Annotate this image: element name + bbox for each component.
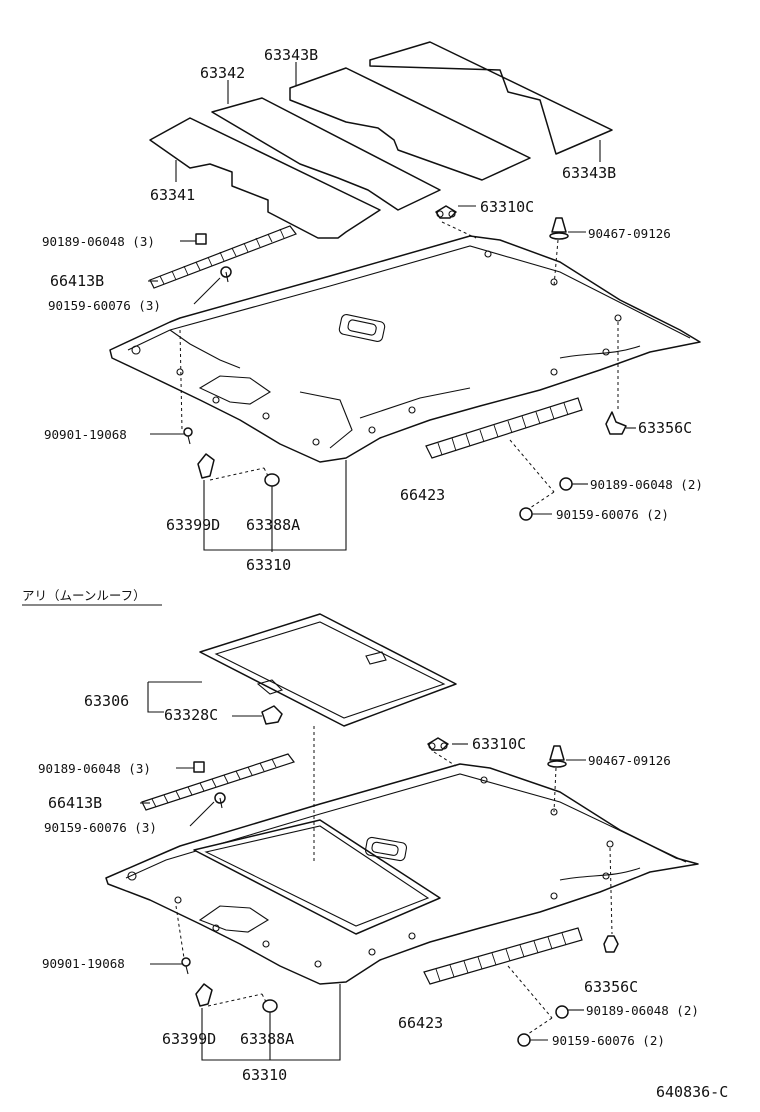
label-90467: 90467-09126 [588, 226, 671, 241]
diagram-code: 640836-C [656, 1083, 728, 1101]
nut-90189-bottom-b [555, 1005, 569, 1019]
bracket-63328c [261, 705, 283, 725]
label-63310c-b: 63310C [472, 735, 526, 753]
clip-90467-bottom [547, 745, 567, 768]
label-66423: 66423 [400, 486, 445, 504]
pad-63343b-middle [289, 67, 531, 181]
top-section: 63343B 63342 63343B 63341 63310C 90467-0… [42, 41, 703, 574]
label-63341: 63341 [150, 186, 195, 204]
clip-63356c-top [605, 411, 627, 435]
screw-90901-top [183, 427, 193, 445]
label-90159-3-b: 90159-60076 (3) [44, 820, 157, 835]
nut-90189-top-a [195, 233, 207, 245]
label-63306: 63306 [84, 692, 129, 710]
label-66423-b: 66423 [398, 1014, 443, 1032]
rail-66423-bottom [423, 927, 583, 985]
grip-66413b-top [149, 225, 297, 289]
nut-90189-bottom-a [193, 761, 205, 773]
label-63388a: 63388A [246, 516, 300, 534]
label-90159-3: 90159-60076 (3) [48, 298, 161, 313]
label-63399d: 63399D [166, 516, 220, 534]
label-63343b-b: 63343B [562, 164, 616, 182]
label-63328c: 63328C [164, 706, 218, 724]
rail-66423-top [425, 397, 583, 459]
label-63388a-b: 63388A [240, 1030, 294, 1048]
clip-90467-top [549, 217, 569, 240]
label-63310-b: 63310 [242, 1066, 287, 1084]
clip-63399d-top [197, 453, 215, 479]
label-63399d-b: 63399D [162, 1030, 216, 1048]
nut-90189-top-b [559, 477, 573, 491]
screw-90159-top-b [519, 507, 533, 521]
label-90901-b: 90901-19068 [42, 956, 125, 971]
grip-66413b-bottom [141, 753, 295, 811]
pad-63341 [149, 117, 381, 239]
screw-90159-bottom-b [517, 1033, 531, 1047]
cap-63388a-top [264, 473, 280, 487]
label-63310c: 63310C [480, 198, 534, 216]
bottom-section: 63306 63328C 63310C 90467-09126 90189-06… [38, 613, 699, 1084]
screw-90901-bottom [181, 957, 191, 975]
label-90189-3: 90189-06048 (3) [42, 234, 155, 249]
pad-63343b-right [369, 41, 613, 155]
clip-63399d-bottom [195, 983, 213, 1007]
label-90189-3-b: 90189-06048 (3) [38, 761, 151, 776]
label-90189-2: 90189-06048 (2) [590, 477, 703, 492]
clip-63310c-bottom [427, 737, 449, 751]
pad-63342 [211, 97, 441, 211]
label-63356c-b: 63356C [584, 978, 638, 996]
label-66413b-b: 66413B [48, 794, 102, 812]
headliner-panel-top [109, 235, 701, 463]
cap-63388a-bottom [262, 999, 278, 1013]
label-63310: 63310 [246, 556, 291, 574]
label-90901: 90901-19068 [44, 427, 127, 442]
section-heading: アリ（ムーンルーフ） [22, 588, 146, 603]
sunshade-63306 [199, 613, 457, 727]
label-90467-b: 90467-09126 [588, 753, 671, 768]
clip-63356c-bottom [603, 935, 619, 953]
label-63343b-a: 63343B [264, 46, 318, 64]
screw-90159-bottom-a [214, 792, 226, 809]
screw-90159-top-a [220, 266, 232, 283]
label-66413b: 66413B [50, 272, 104, 290]
label-63356c: 63356C [638, 419, 692, 437]
label-90159-2: 90159-60076 (2) [556, 507, 669, 522]
label-63342: 63342 [200, 64, 245, 82]
clip-63310c-top [435, 205, 457, 219]
label-90159-2-b: 90159-60076 (2) [552, 1033, 665, 1048]
label-90189-2-b: 90189-06048 (2) [586, 1003, 699, 1018]
